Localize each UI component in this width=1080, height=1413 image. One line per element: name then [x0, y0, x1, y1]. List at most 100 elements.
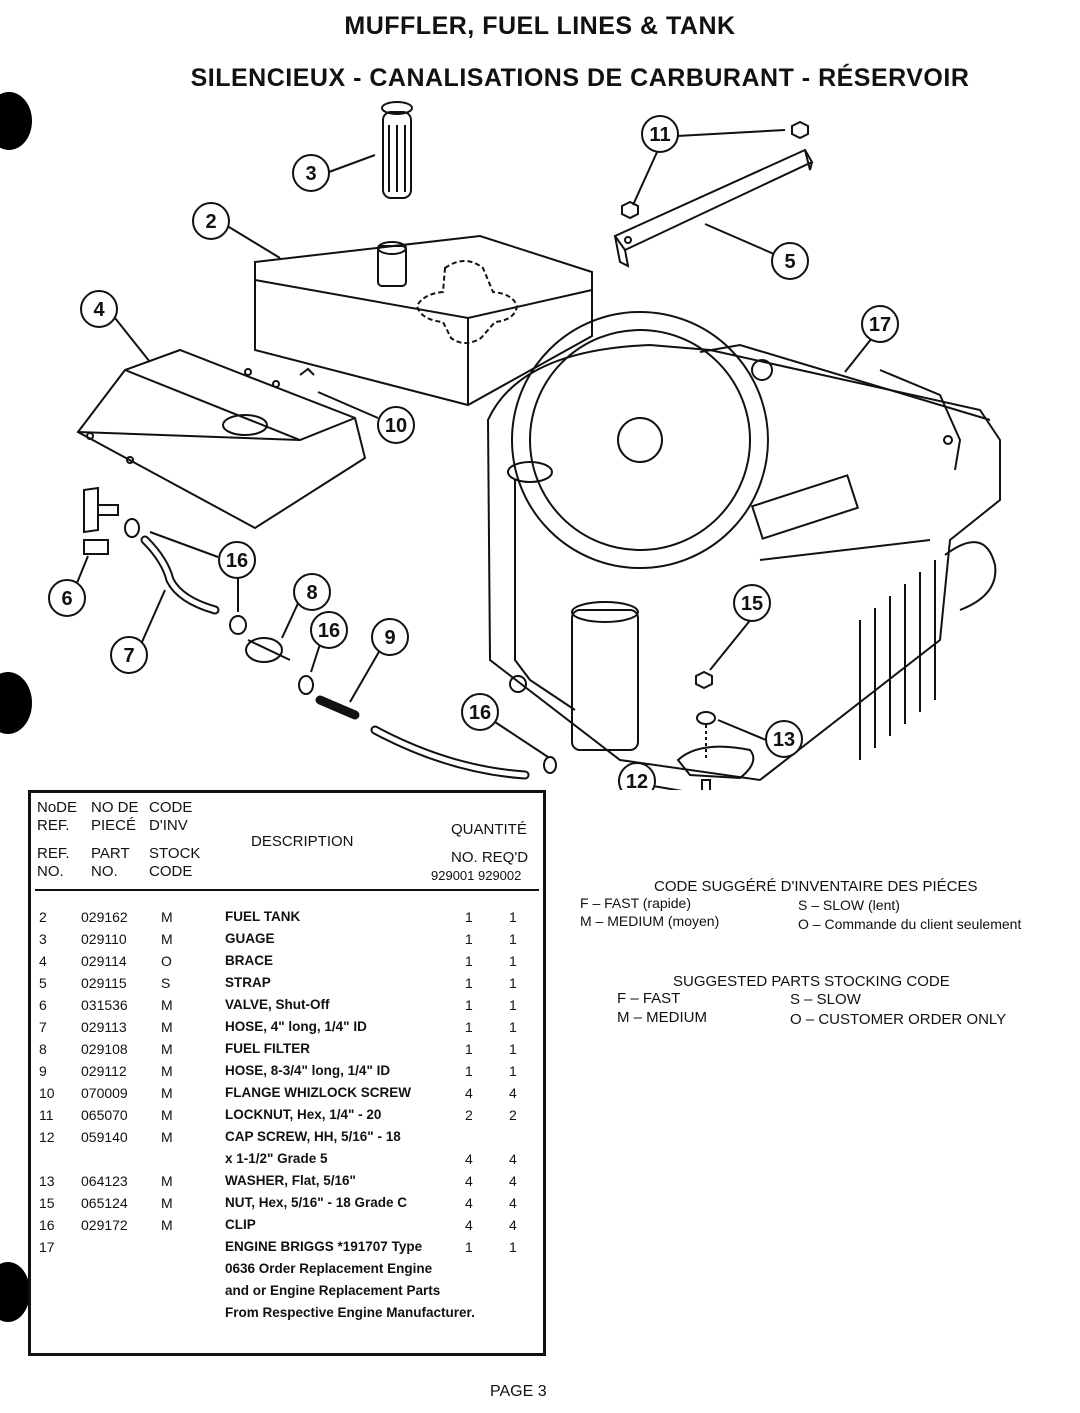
callout-16-b: 16	[318, 620, 340, 642]
fuel-line-parts	[83, 486, 557, 780]
part-no: 029113	[81, 1019, 127, 1035]
callout-11: 11	[649, 124, 670, 146]
description: VALVE, Shut-Off	[225, 997, 330, 1012]
qty-929002: 1	[509, 953, 517, 969]
brace-part	[76, 348, 367, 530]
qty-929002: 4	[509, 1173, 517, 1189]
legend-fr-medium: M – MEDIUM (moyen)	[580, 913, 720, 929]
qty-929001: 1	[465, 1239, 473, 1255]
qty-929001: 2	[465, 1107, 473, 1123]
description: GUAGE	[225, 931, 275, 946]
callout-13: 13	[773, 729, 795, 751]
ref-no: 13	[39, 1173, 55, 1189]
qty-929001: 1	[465, 997, 473, 1013]
ref-no: 16	[39, 1217, 55, 1233]
callout-17: 17	[869, 314, 891, 336]
header-fr-piece: NO DE PIECÉ	[91, 799, 139, 834]
header-quantite: QUANTITÉ	[451, 821, 527, 838]
stock-code: M	[161, 1085, 173, 1101]
part-no: 065124	[81, 1195, 128, 1211]
header-fr-code: CODE D'INV	[149, 799, 193, 834]
qty-929002: 1	[509, 975, 517, 991]
qty-929001: 4	[465, 1173, 473, 1189]
qty-929002: 1	[509, 1041, 517, 1057]
ref-no: 9	[39, 1063, 47, 1079]
description: FUEL TANK	[225, 909, 301, 924]
ref-no: 6	[39, 997, 47, 1013]
stock-code: O	[161, 953, 172, 969]
callout-16-c: 16	[469, 702, 491, 724]
qty-929001: 1	[465, 1041, 473, 1057]
stock-code: M	[161, 1019, 173, 1035]
callout-12: 12	[626, 771, 648, 790]
stock-code: M	[161, 1195, 173, 1211]
description: WASHER, Flat, 5/16"	[225, 1173, 356, 1188]
qty-929002: 1	[509, 1019, 517, 1035]
qty-929002: 1	[509, 931, 517, 947]
callout-2: 2	[205, 211, 216, 233]
header-en-ref: REF. NO.	[37, 845, 70, 880]
mount-hardware	[676, 670, 755, 790]
punch-hole-bottom	[0, 1262, 30, 1322]
description: ENGINE BRIGGS *191707 Type	[225, 1239, 423, 1254]
legend-en-title: SUGGESTED PARTS STOCKING CODE	[673, 973, 950, 990]
qty-929002: 4	[509, 1151, 517, 1167]
qty-929002: 4	[509, 1217, 517, 1233]
description: 0636 Order Replacement Engine	[225, 1261, 433, 1276]
qty-929001: 1	[465, 1063, 473, 1079]
header-noreq: NO. REQ'D	[451, 849, 529, 866]
header-en-part: PART NO.	[91, 845, 130, 880]
description: From Respective Engine Manufacturer.	[225, 1305, 475, 1320]
header-models: 929001 929002	[431, 868, 522, 883]
callout-9: 9	[384, 627, 395, 649]
stock-code: M	[161, 909, 173, 925]
stock-code: M	[161, 1217, 173, 1233]
stock-code: M	[161, 1063, 173, 1079]
description: FUEL FILTER	[225, 1041, 310, 1056]
table-row: 17 ENGINE BRIGGS *191707 Type 1 1	[31, 1239, 543, 1261]
page-number: PAGE 3	[490, 1383, 547, 1400]
table-row: From Respective Engine Manufacturer.	[31, 1305, 543, 1327]
stock-code: M	[161, 931, 173, 947]
legend-fr-fast: F – FAST (rapide)	[580, 895, 692, 911]
ref-no: 17	[39, 1239, 55, 1255]
qty-929002: 1	[509, 1239, 517, 1255]
description: x 1-1/2" Grade 5	[225, 1151, 328, 1166]
legend-en-fast: F – FAST	[617, 990, 681, 1007]
legend-en-slow: S – SLOW	[790, 991, 861, 1008]
table-row: and or Engine Replacement Parts	[31, 1283, 543, 1305]
description: STRAP	[225, 975, 271, 990]
stock-code: M	[161, 1041, 173, 1057]
header-en-stock: STOCK CODE	[149, 845, 201, 880]
description: NUT, Hex, 5/16" - 18 Grade C	[225, 1195, 407, 1210]
description: and or Engine Replacement Parts	[225, 1283, 441, 1298]
stock-code: M	[161, 1129, 173, 1145]
callout-leaders	[76, 129, 873, 790]
part-no: 029162	[81, 909, 128, 925]
part-no: 029172	[81, 1217, 128, 1233]
callout-10: 10	[385, 415, 407, 437]
parts-table: NoDE REF. NO DE PIECÉ CODE D'INV REF. NO…	[28, 790, 546, 1356]
part-no: 029108	[81, 1041, 128, 1057]
part-no: 029112	[81, 1063, 127, 1079]
qty-929002: 1	[509, 997, 517, 1013]
part-no: 029110	[81, 931, 127, 947]
page-title: MUFFLER, FUEL LINES & TANK	[344, 12, 736, 40]
ref-no: 10	[39, 1085, 55, 1101]
header-divider	[35, 889, 539, 891]
strap-part	[613, 120, 814, 268]
callout-4: 4	[93, 299, 105, 321]
callout-8: 8	[306, 582, 317, 604]
legend-en-customer: O – CUSTOMER ORDER ONLY	[790, 1011, 1007, 1028]
qty-929001: 4	[465, 1217, 473, 1233]
